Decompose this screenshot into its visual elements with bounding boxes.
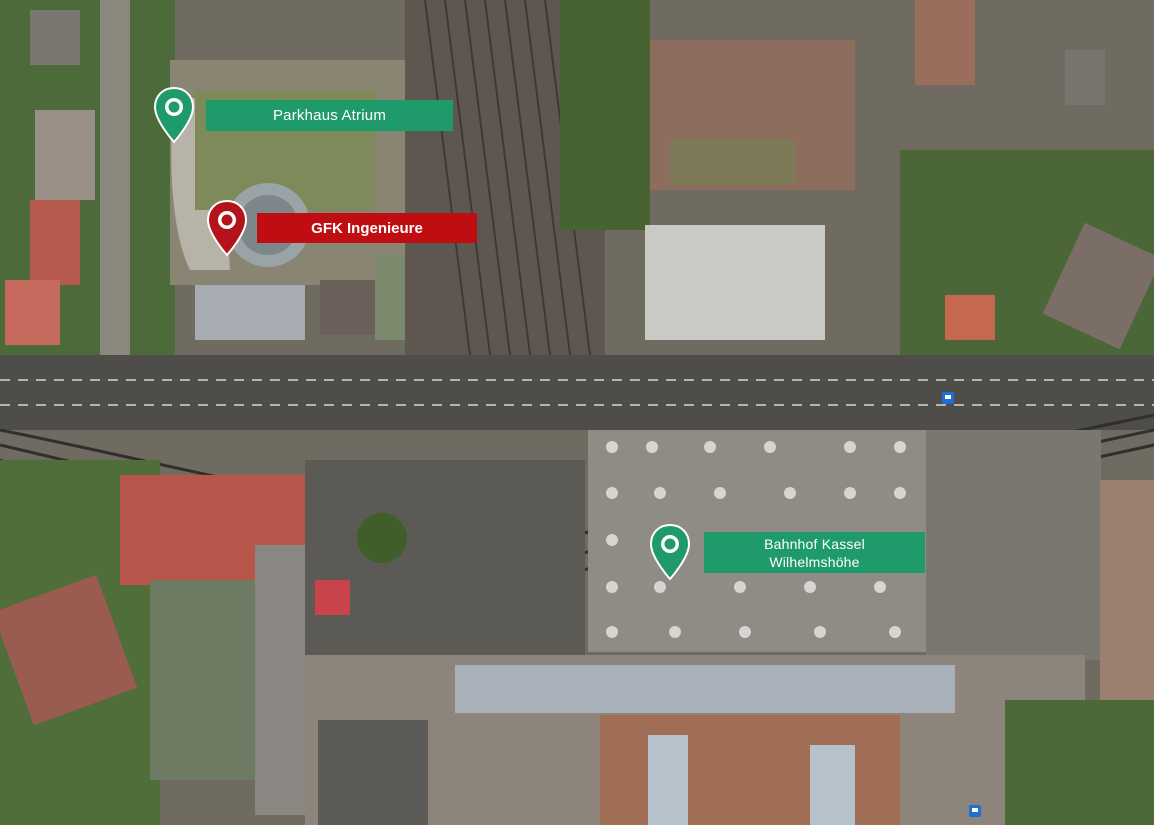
tree-strip-rail [560,0,650,230]
road-markings [0,379,1154,406]
bus-stop-icon [969,805,981,817]
building-northeast-3 [945,295,995,340]
building-dark-roof [320,280,375,335]
building-northeast-1 [915,0,975,85]
station-hall-roof [455,665,955,713]
marker-label-line2: Wilhelmshöhe [769,553,860,570]
platform-glass-2 [810,745,855,825]
parking-lot [305,460,585,655]
marker-label-parkhaus[interactable]: Parkhaus Atrium [206,100,453,131]
marker-label-text: Parkhaus Atrium [272,107,387,124]
main-road [0,355,1154,430]
red-kiosk [315,580,350,615]
street-northwest [100,0,130,360]
map-pin-icon[interactable] [152,86,196,144]
building-long-southwest [0,574,138,726]
marker-label-text: GFK Ingenieure [311,219,423,237]
plaza-east [926,430,1101,660]
courtyard-southwest [150,580,255,780]
building-northeast-2 [1042,222,1154,350]
building-northeast-4 [1065,50,1105,105]
building-red-roof-2 [5,280,60,345]
building-east-long [1100,480,1154,725]
map-pin-icon[interactable] [648,523,692,581]
marker-label-gfk[interactable]: GFK Ingenieure [257,213,477,243]
terminal-skylights [606,441,906,638]
park-area-southeast [1005,700,1154,825]
building-grey-roof [195,285,305,340]
parking-south [318,720,428,825]
building-tall-southwest [255,545,305,815]
bus-stop-icon [942,392,954,404]
tree-parking [357,513,407,563]
marker-label-bahnhof[interactable]: Bahnhof Kassel Wilhelmshöhe [704,532,925,573]
building-white-roof [645,225,825,340]
building-north-center-green [670,140,795,185]
platform-glass-1 [648,735,688,825]
building-red-roof-1 [30,200,80,285]
building-northwest-1 [30,10,80,65]
marker-label-line1: Bahnhof Kassel [764,535,865,552]
building-northwest-2 [35,110,95,200]
map-pin-icon[interactable] [205,199,249,257]
